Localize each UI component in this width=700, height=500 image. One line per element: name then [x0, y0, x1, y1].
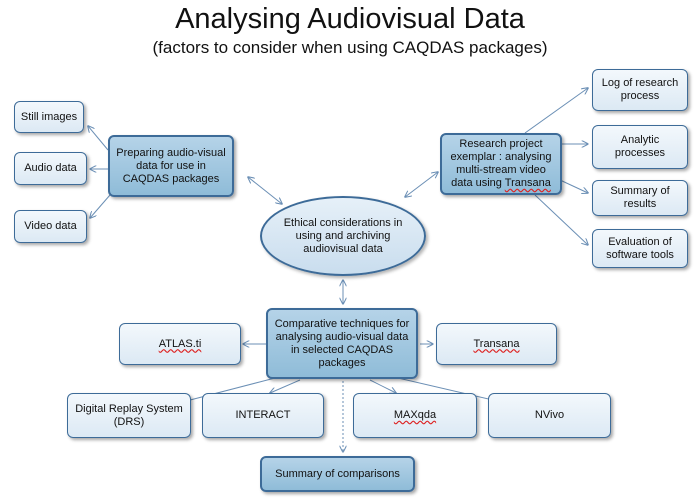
- arrow-to-summary-results: [559, 179, 588, 193]
- arrow-to-maxqda: [369, 379, 396, 393]
- video-data-box: Video data: [14, 210, 87, 243]
- research-exemplar-box: Research project exemplar : analysing mu…: [440, 133, 562, 195]
- comparative-techniques-box: Comparative techniques for analysing aud…: [266, 308, 418, 379]
- transana-label: Transana: [473, 337, 520, 350]
- log-research-box: Log of research process: [592, 69, 688, 111]
- preparing-data-box: Preparing audio-visual data for use in C…: [108, 135, 234, 197]
- arrow-to-log: [524, 88, 588, 134]
- maxqda-box: MAXqda: [353, 393, 477, 438]
- arrow-to-still-images: [88, 126, 109, 151]
- interact-box: INTERACT: [202, 393, 324, 438]
- arrow-to-evaluation: [534, 194, 588, 245]
- transana-box: Transana: [436, 323, 557, 365]
- diagram-subtitle: (factors to consider when using CAQDAS p…: [152, 38, 548, 57]
- atlas-ti-label: ATLAS.ti: [158, 337, 202, 350]
- atlas-ti-box: ATLAS.ti: [119, 323, 241, 365]
- arrow-center-left: [248, 177, 282, 204]
- analytic-processes-box: Analytic processes: [592, 125, 688, 169]
- maxqda-label: MAXqda: [393, 409, 437, 421]
- arrow-to-video-data: [90, 194, 111, 218]
- ethical-considerations-oval: Ethical considerations in using and arch…: [260, 196, 426, 276]
- arrow-to-interact: [270, 379, 301, 393]
- evaluation-tools-box: Evaluation of software tools: [592, 229, 688, 268]
- still-images-box: Still images: [14, 101, 84, 133]
- arrow-center-right: [405, 172, 438, 197]
- diagram-title: Analysing Audiovisual Data: [175, 3, 525, 35]
- drs-box: Digital Replay System (DRS): [67, 393, 191, 438]
- summary-results-box: Summary of results: [592, 180, 688, 216]
- summary-comparisons-box: Summary of comparisons: [260, 456, 415, 492]
- nvivo-box: NVivo: [488, 393, 611, 438]
- audio-data-box: Audio data: [14, 152, 87, 185]
- research-exemplar-text: Research project exemplar : analysing mu…: [450, 138, 552, 189]
